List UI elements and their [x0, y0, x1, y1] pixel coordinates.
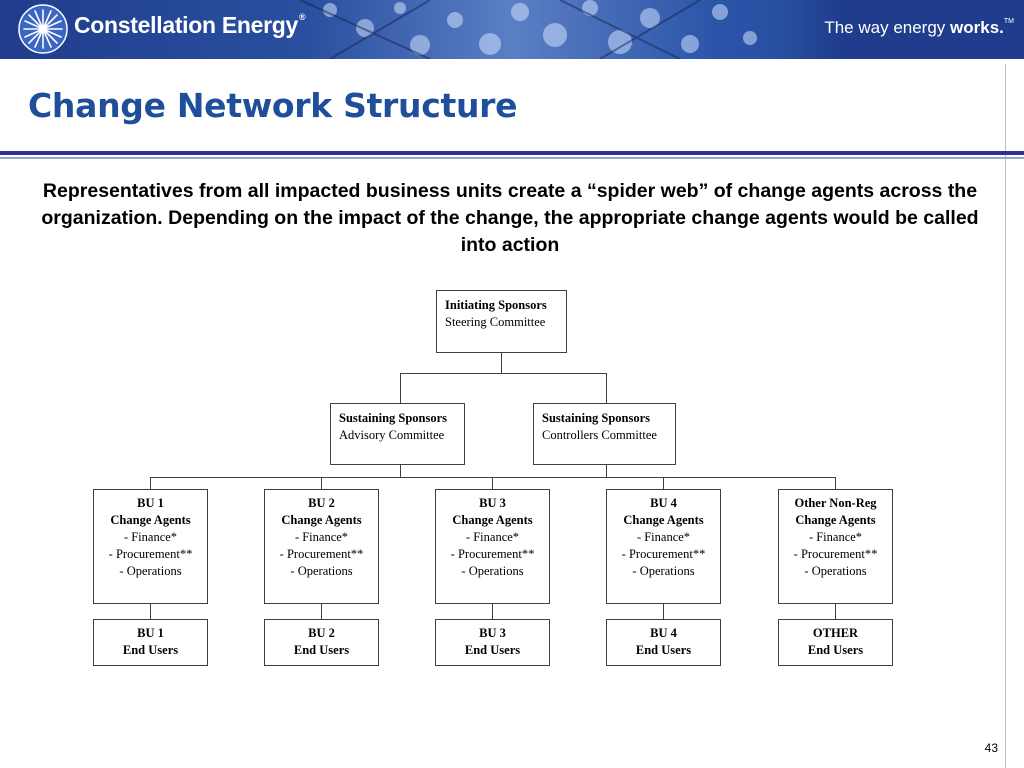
brand-name: Constellation Energy® [74, 12, 306, 38]
change-agents-box: BU 1 Change Agents - Finance* - Procurem… [93, 489, 208, 604]
change-agents-box: BU 3 Change Agents - Finance* - Procurem… [435, 489, 550, 604]
connector-line [663, 603, 664, 620]
tagline-area: The way energy works.TM [780, 0, 1024, 59]
box-title: BU 1 [137, 626, 164, 640]
box-subtitle: Advisory Committee [339, 428, 445, 442]
box-subtitle: End Users [293, 643, 350, 657]
connector-line [400, 373, 401, 404]
box-title: Initiating Sponsors [445, 298, 547, 312]
title-divider [0, 151, 1024, 155]
page-number: 43 [984, 741, 998, 755]
box-title: BU 2 [308, 496, 335, 510]
connector-line [606, 464, 607, 478]
connector-line [492, 477, 493, 490]
connector-line [150, 477, 151, 490]
box-title: BU 4 [650, 496, 677, 510]
change-agents-box: Other Non-Reg Change Agents - Finance* -… [778, 489, 893, 604]
tagline: The way energy works.TM [824, 18, 1014, 37]
connector-line [400, 464, 401, 478]
initiating-sponsors-box: Initiating Sponsors Steering Committee [436, 290, 567, 353]
agent-item: - Operations [461, 564, 524, 578]
banner-pattern [299, 0, 757, 59]
box-subtitle: Change Agents [110, 513, 191, 527]
agent-item: - Finance* [636, 530, 691, 544]
box-title: OTHER [812, 626, 859, 640]
box-title: Other Non-Reg [794, 496, 877, 510]
connector-line [835, 477, 836, 490]
box-subtitle: Controllers Committee [542, 428, 657, 442]
title-divider-thin [0, 157, 1024, 159]
box-subtitle: Change Agents [795, 513, 876, 527]
agent-item: - Procurement** [450, 547, 535, 561]
end-users-box: OTHER End Users [778, 619, 893, 666]
connector-line [150, 603, 151, 620]
agent-item: - Operations [290, 564, 353, 578]
agent-item: - Procurement** [793, 547, 878, 561]
agent-item: - Procurement** [108, 547, 193, 561]
connector-line [606, 373, 607, 404]
agent-item: - Procurement** [279, 547, 364, 561]
end-users-box: BU 2 End Users [264, 619, 379, 666]
constellation-starburst-icon [18, 4, 68, 54]
box-title: BU 3 [479, 626, 506, 640]
box-subtitle: Change Agents [281, 513, 362, 527]
agent-item: - Operations [632, 564, 695, 578]
box-title: BU 3 [479, 496, 506, 510]
sustaining-sponsors-box: Sustaining Sponsors Advisory Committee [330, 403, 465, 465]
header-banner: Constellation Energy® The way energy wor… [0, 0, 1024, 59]
agent-item: - Operations [119, 564, 182, 578]
box-title: BU 4 [650, 626, 677, 640]
agent-item: - Finance* [294, 530, 349, 544]
right-margin-rule [1005, 64, 1006, 768]
box-subtitle: End Users [464, 643, 521, 657]
connector-line [321, 477, 322, 490]
agent-item: - Finance* [808, 530, 863, 544]
connector-line [400, 373, 607, 374]
connector-line [321, 603, 322, 620]
box-subtitle: Change Agents [452, 513, 533, 527]
end-users-box: BU 3 End Users [435, 619, 550, 666]
agent-item: - Operations [804, 564, 867, 578]
box-subtitle: End Users [635, 643, 692, 657]
connector-line [501, 352, 502, 374]
box-subtitle: Steering Committee [445, 315, 546, 329]
box-subtitle: End Users [122, 643, 179, 657]
connector-line [492, 603, 493, 620]
box-title: BU 1 [137, 496, 164, 510]
agent-item: - Finance* [465, 530, 520, 544]
page-title: Change Network Structure [28, 86, 518, 125]
box-title: BU 2 [308, 626, 335, 640]
end-users-box: BU 1 End Users [93, 619, 208, 666]
connector-line [150, 477, 836, 478]
change-agents-box: BU 4 Change Agents - Finance* - Procurem… [606, 489, 721, 604]
box-title: Sustaining Sponsors [339, 411, 448, 425]
change-agents-box: BU 2 Change Agents - Finance* - Procurem… [264, 489, 379, 604]
box-subtitle: End Users [807, 643, 864, 657]
end-users-box: BU 4 End Users [606, 619, 721, 666]
box-subtitle: Change Agents [623, 513, 704, 527]
connector-line [835, 603, 836, 620]
agent-item: - Procurement** [621, 547, 706, 561]
connector-line [663, 477, 664, 490]
intro-text: Representatives from all impacted busine… [41, 180, 979, 256]
box-title: Sustaining Sponsors [542, 411, 651, 425]
sustaining-sponsors-box: Sustaining Sponsors Controllers Committe… [533, 403, 676, 465]
agent-item: - Finance* [123, 530, 178, 544]
